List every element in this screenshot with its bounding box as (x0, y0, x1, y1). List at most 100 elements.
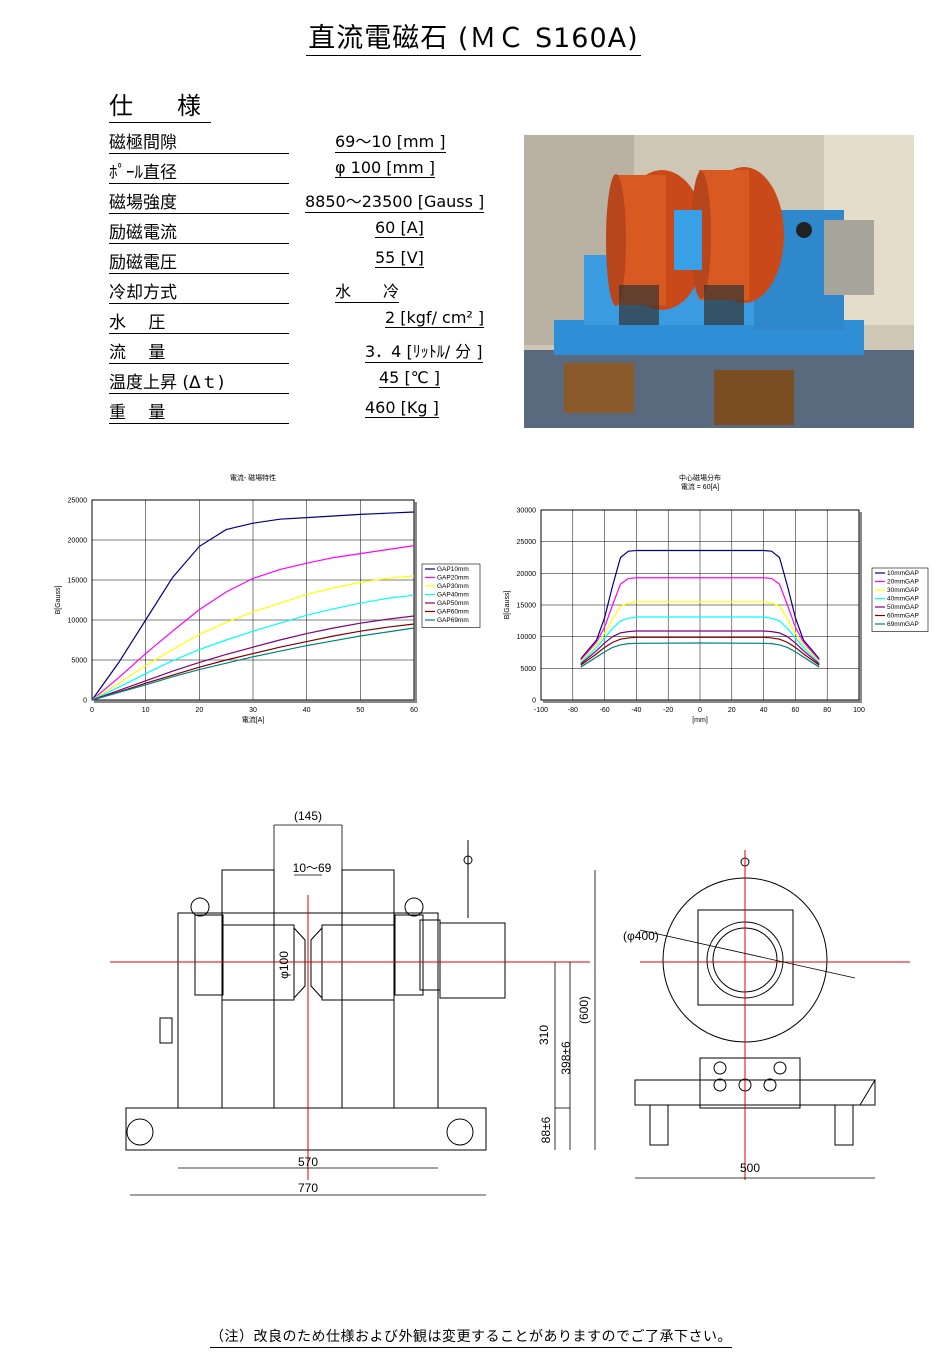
x-tick-label: -20 (663, 707, 673, 714)
x-tick-label: 60 (410, 707, 418, 714)
plot-shadow (414, 502, 417, 702)
x-tick-label: 0 (90, 707, 94, 714)
chart-title: 中心磁場分布 (679, 473, 721, 482)
plot-shadow (94, 700, 417, 703)
x-tick-label: 60 (792, 707, 800, 714)
series-line (91, 623, 415, 701)
series-line (580, 630, 820, 665)
y-tick-label: 30000 (517, 508, 537, 515)
y-axis-label: B[Gauss] (55, 586, 62, 615)
dim-310: 310 (537, 1025, 551, 1045)
series-line (91, 615, 415, 701)
y-tick-label: 20000 (68, 538, 88, 545)
spec-value: 水 冷 (335, 278, 400, 303)
y-tick-label: 5000 (520, 666, 536, 673)
x-tick-label: 30 (249, 707, 257, 714)
dim-600: (600) (577, 996, 591, 1024)
legend-label: 20mmGAP (887, 579, 919, 586)
chart-title: 電流- 磁場特性 (230, 473, 276, 482)
legend-box (871, 567, 929, 632)
dim-145: (145) (294, 809, 322, 823)
legend-label: 50mmGAP (887, 604, 919, 611)
x-tick-label: 50 (356, 707, 364, 714)
dim-gap: 10～69 (293, 861, 332, 875)
spec-value: φ 100 [mm ] (335, 158, 436, 178)
legend-label: 69mmGAP (887, 621, 919, 628)
spec-value: 60 [A] (375, 218, 424, 238)
legend-label: 10mmGAP (887, 570, 919, 577)
y-tick-label: 10000 (68, 618, 88, 625)
y-tick-label: 20000 (517, 571, 537, 578)
x-tick-label: 20 (195, 707, 203, 714)
y-tick-label: 0 (83, 698, 87, 705)
x-tick-label: -100 (534, 707, 548, 714)
dim-500: 500 (740, 1161, 760, 1175)
spec-value: 3．4 [ﾘｯﾄﾙ/ 分 ] (365, 338, 483, 363)
y-tick-label: 25000 (517, 539, 537, 546)
spec-value: 69～10 [mm ] (335, 128, 446, 153)
page-title: 直流電磁石 (ＭＣ S160A) (0, 16, 947, 56)
series-line (580, 616, 820, 664)
spec-value: 8850～23500 [Gauss ] (305, 188, 485, 213)
current-field-chart: 電流- 磁場特性 0 10 20 30 40 50 60 0 5000 10000 15000 2000… (50, 468, 490, 742)
x-tick-label: 0 (698, 707, 702, 714)
x-axis-label: 電流[A] (242, 715, 265, 724)
spec-label: 励磁電圧 (109, 248, 289, 274)
plot-shadow (543, 700, 862, 703)
spec-label: 磁場強度 (109, 188, 289, 214)
series-line (91, 575, 415, 701)
dim-phi100: φ100 (277, 951, 291, 979)
legend-label: 40mmGAP (887, 596, 919, 603)
y-axis-label: B[Gauss] (504, 591, 511, 620)
legend-label: GAP50mm (437, 600, 469, 607)
electromagnet-photo (524, 135, 914, 428)
spec-label: 励磁電流 (109, 218, 289, 244)
dim-398: 398±6 (559, 1041, 573, 1075)
series-line (91, 545, 415, 701)
legend-label: 30mmGAP (887, 587, 919, 594)
footer-note: （注）改良のため仕様および外観は変更することがありますのでご了承下さい。 (210, 1326, 732, 1348)
series-line (580, 577, 820, 661)
y-tick-label: 10000 (517, 634, 537, 641)
spec-label: ﾎﾟｰﾙ直径 (109, 158, 289, 184)
spec-heading: 仕 様 (109, 86, 211, 123)
legend-box (421, 563, 481, 628)
legend-label: GAP60mm (437, 609, 469, 616)
y-tick-label: 0 (532, 698, 536, 705)
series-line (580, 636, 820, 666)
series-line (91, 511, 415, 701)
x-tick-label: 40 (760, 707, 768, 714)
legend-label: GAP40mm (437, 592, 469, 599)
x-tick-label: 20 (728, 707, 736, 714)
x-tick-label: 40 (303, 707, 311, 714)
x-tick-label: -80 (568, 707, 578, 714)
chart-subtitle: 電流 = 60[A] (681, 482, 719, 491)
y-tick-label: 15000 (68, 578, 88, 585)
legend-label: GAP69mm (437, 617, 469, 624)
x-axis-label: [mm] (692, 717, 708, 724)
spec-value: 55 [V] (375, 248, 424, 268)
technical-drawing: (145) 10～69 φ100 310 398±6 (600) 88±6 57… (100, 800, 920, 1214)
spec-value: 45 [℃ ] (379, 368, 440, 388)
legend-label: GAP10mm (437, 566, 469, 573)
spec-label: 温度上昇 (Δｔ) (109, 368, 289, 394)
x-tick-label: -40 (631, 707, 641, 714)
spec-label: 磁極間隙 (109, 128, 289, 154)
x-tick-label: 10 (142, 707, 150, 714)
series-line (580, 642, 820, 668)
spec-label: 重 量 (109, 398, 289, 424)
y-tick-label: 15000 (517, 603, 537, 610)
series-line (580, 601, 820, 662)
x-tick-label: 100 (853, 707, 865, 714)
spec-value: 2 [kgf/ cm² ] (385, 308, 485, 328)
y-tick-label: 5000 (71, 658, 87, 665)
plot-shadow (859, 512, 862, 702)
series-line (580, 549, 820, 660)
dim-570: 570 (298, 1155, 318, 1169)
dim-88: 88±6 (539, 1116, 553, 1143)
dim-770: 770 (298, 1181, 318, 1195)
dim-phi400: (φ400) (623, 929, 659, 943)
spec-value: 460 [Kg ] (365, 398, 439, 418)
x-tick-label: 80 (823, 707, 831, 714)
